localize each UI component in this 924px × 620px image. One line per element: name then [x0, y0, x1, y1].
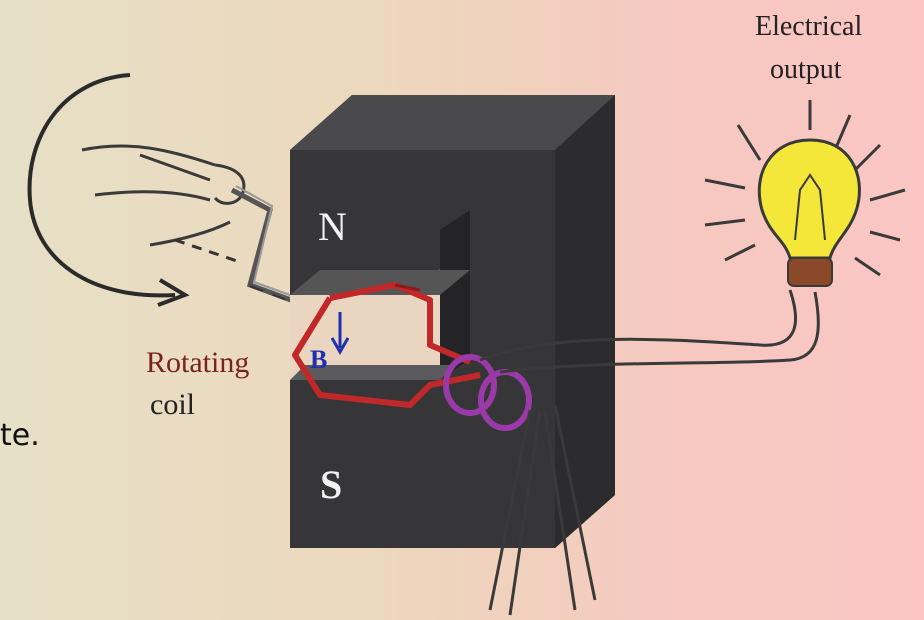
south-pole-label: S	[320, 462, 342, 507]
light-rays	[704, 100, 906, 277]
rotating-coil-label-line2: coil	[150, 388, 195, 421]
rotating-coil-label-line1: Rotating	[146, 346, 249, 379]
magnetic-field-arrow	[330, 312, 350, 356]
output-wires	[479, 289, 820, 374]
electrical-output-label-line1: Electrical	[755, 11, 862, 42]
magnet	[290, 95, 615, 548]
axis-dash-line	[174, 238, 241, 264]
electrical-output-label-line2: output	[770, 54, 842, 85]
light-bulb	[757, 138, 861, 287]
brush-wires	[488, 404, 597, 616]
rotating-coil	[292, 282, 481, 408]
hand-illustration	[81, 144, 246, 247]
rotation-arrow	[27, 73, 190, 307]
north-pole-label: N	[318, 204, 347, 249]
cut-off-text: te.	[0, 418, 40, 453]
field-label: B	[310, 345, 327, 374]
